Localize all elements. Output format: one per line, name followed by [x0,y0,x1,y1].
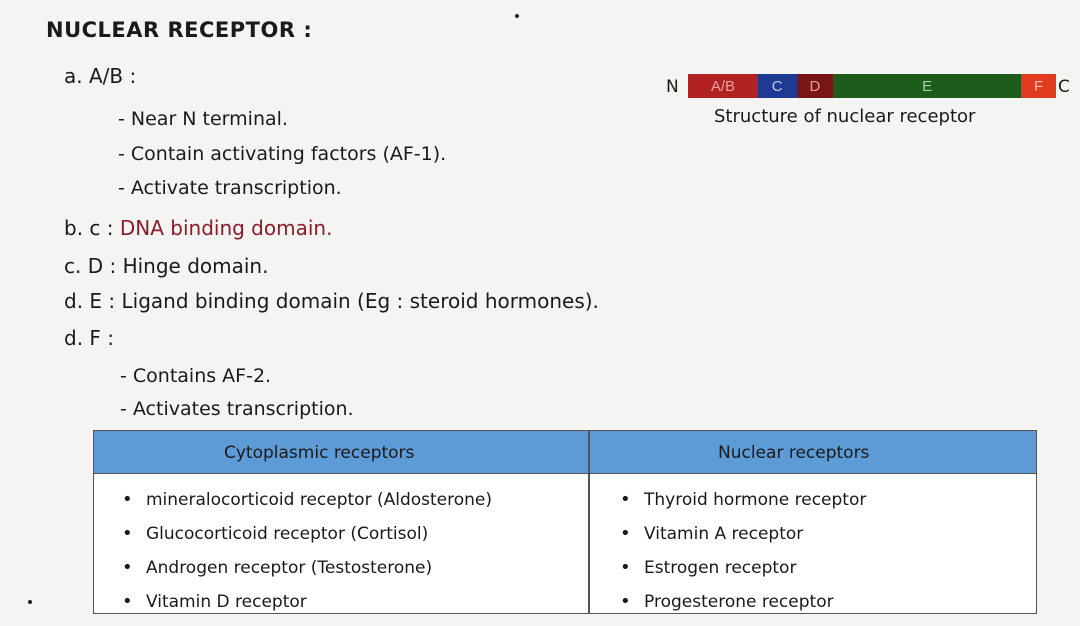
section-e: d. E : Ligand binding domain (Eg : stero… [64,289,599,313]
f-bullet-1: - Contains AF-2. [120,365,272,387]
cytoplasmic-list: mineralocorticoid receptor (Aldosterone)… [122,483,492,619]
cytoplasmic-item: Androgen receptor (Testosterone) [122,551,492,585]
segment-e: E [833,74,1021,98]
c-terminal-label: C [1058,77,1070,97]
ab-bullet-2: - Contain activating factors (AF-1). [118,143,447,165]
segment-d: D [796,74,834,98]
segment-f: F [1021,74,1056,98]
column-divider [588,431,590,613]
nuclear-item: Vitamin A receptor [620,517,866,551]
nuclear-item: Thyroid hormone receptor [620,483,866,517]
nuclear-list: Thyroid hormone receptorVitamin A recept… [620,483,866,619]
cytoplasmic-item: mineralocorticoid receptor (Aldosterone) [122,483,492,517]
nuclear-item: Progesterone receptor [620,585,866,619]
section-d: c. D : Hinge domain. [64,254,269,278]
section-c: b. c : DNA binding domain. [64,216,332,240]
table-header [94,431,1036,474]
segment-ab: A/B [688,74,758,98]
section-f-label: d. F : [64,326,115,350]
structure-caption: Structure of nuclear receptor [714,106,976,127]
section-c-prefix: b. c : [64,216,120,240]
section-ab-label: a. A/B : [64,64,137,88]
ab-bullet-1: - Near N terminal. [118,108,288,130]
n-terminal-label: N [666,77,679,97]
nuclear-item: Estrogen receptor [620,551,866,585]
cytoplasmic-item: Glucocorticoid receptor (Cortisol) [122,517,492,551]
segment-c: C [757,74,797,98]
receptor-table: Cytoplasmic receptors Nuclear receptors … [93,430,1037,614]
page-title: NUCLEAR RECEPTOR : [46,18,313,42]
f-bullet-2: - Activates transcription. [120,398,354,420]
header-cytoplasmic: Cytoplasmic receptors [224,443,415,463]
ink-dot [28,600,32,604]
cytoplasmic-item: Vitamin D receptor [122,585,492,619]
header-nuclear: Nuclear receptors [718,443,870,463]
section-c-text: DNA binding domain. [119,216,333,240]
ab-bullet-3: - Activate transcription. [118,177,342,199]
ink-dot [515,14,519,18]
